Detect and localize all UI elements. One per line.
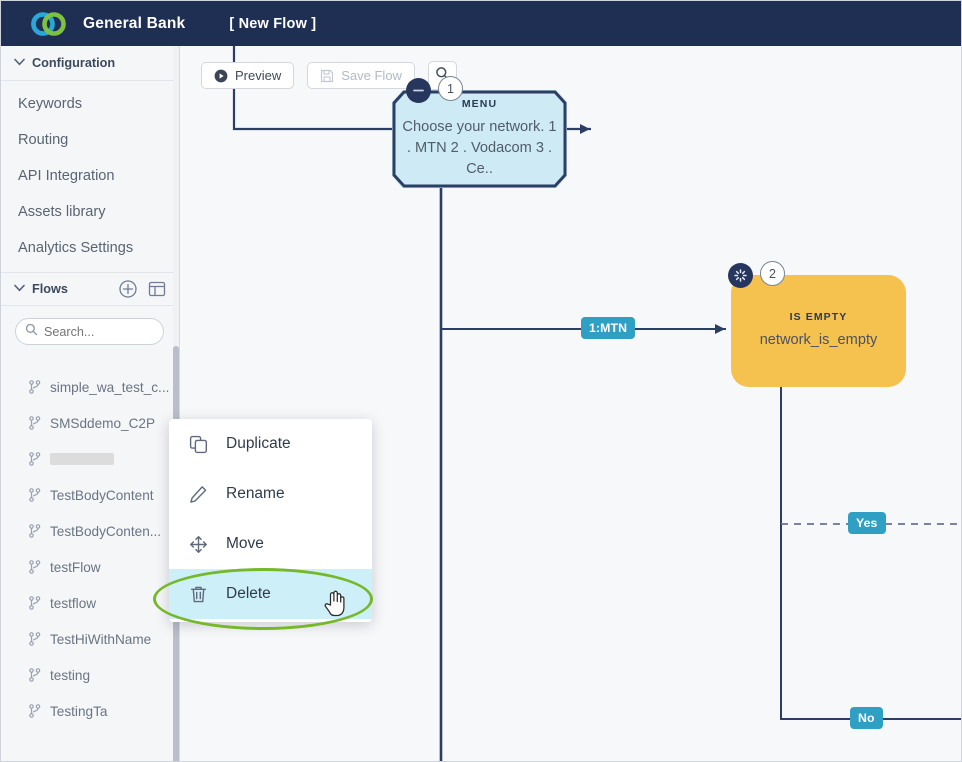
- flow-name: testing: [50, 667, 91, 683]
- sidebar-item-label: Keywords: [18, 96, 83, 112]
- edge-label-yes[interactable]: Yes: [848, 512, 886, 534]
- chevron-down-icon: [14, 284, 25, 295]
- node-outline: [392, 90, 567, 188]
- list-item[interactable]: [1, 441, 179, 477]
- node-text: network_is_empty: [759, 332, 878, 348]
- flow-name: TestingTa: [50, 703, 108, 719]
- context-menu-label: Delete: [226, 585, 271, 602]
- flow-name: SMSddemo_C2P: [50, 415, 156, 431]
- git-branch-icon: [29, 452, 41, 466]
- edge-label-no[interactable]: No: [850, 707, 883, 729]
- configuration-label: Configuration: [32, 56, 116, 70]
- context-menu-label: Rename: [226, 485, 285, 502]
- sidebar-item-routing[interactable]: Routing: [1, 122, 179, 158]
- configuration-items: Keywords Routing API Integration Assets …: [1, 81, 179, 272]
- git-branch-icon: [29, 488, 41, 502]
- plus-circle-icon[interactable]: [118, 279, 138, 299]
- flow-name: TestBodyConten...: [50, 523, 162, 539]
- sidebar-item-label: Analytics Settings: [18, 240, 134, 256]
- flow-node-menu[interactable]: 1 MENU Choose your network. 1 . MTN 2 . …: [392, 76, 567, 188]
- sidebar-item-analytics-settings[interactable]: Analytics Settings: [1, 230, 179, 266]
- flow-name: TestBodyContent: [50, 487, 154, 503]
- search-icon: [25, 323, 38, 341]
- search-input[interactable]: [15, 318, 164, 345]
- move-arrows-icon: [189, 535, 211, 554]
- sidebar-item-label: Routing: [18, 132, 69, 148]
- trash-icon: [189, 585, 211, 604]
- floppy-disk-icon: [320, 69, 334, 83]
- preview-label: Preview: [235, 68, 282, 83]
- list-item[interactable]: TestBodyConten...: [1, 513, 179, 549]
- flow-name: TestHiWithName: [50, 631, 152, 647]
- list-item[interactable]: testFlow: [1, 549, 179, 585]
- save-flow-button[interactable]: Save Flow: [307, 62, 415, 89]
- flow-edges: [232, 46, 961, 761]
- node-body[interactable]: MENU Choose your network. 1 . MTN 2 . Vo…: [392, 90, 567, 188]
- list-item[interactable]: SMSddemo_C2P: [1, 405, 179, 441]
- flow-name: simple_wa_test_c...: [50, 379, 170, 395]
- collapse-icon[interactable]: [406, 78, 431, 103]
- node-kind-label: IS EMPTY: [789, 311, 848, 323]
- flows-section-header[interactable]: Flows: [1, 272, 179, 306]
- node-body[interactable]: IS EMPTY network_is_empty: [731, 275, 906, 387]
- git-branch-icon: [29, 668, 41, 682]
- preview-button[interactable]: Preview: [201, 62, 295, 89]
- node-text: Choose your network. 1 . MTN 2 . Vodacom…: [402, 119, 557, 177]
- git-branch-icon: [29, 704, 41, 718]
- list-item[interactable]: testflow: [1, 585, 179, 621]
- left-sidebar: Configuration Keywords Routing API Integ…: [1, 46, 180, 761]
- git-branch-icon: [29, 560, 41, 574]
- spinner-icon[interactable]: [728, 263, 753, 288]
- redacted-flow-name: [50, 453, 114, 465]
- git-branch-icon: [29, 416, 41, 430]
- sidebar-scrollbar[interactable]: [173, 46, 179, 761]
- flow-name: testflow: [50, 595, 97, 611]
- list-item[interactable]: TestHiWithName: [1, 621, 179, 657]
- context-menu-item-duplicate[interactable]: Duplicate: [169, 419, 372, 469]
- sidebar-item-api-integration[interactable]: API Integration: [1, 158, 179, 194]
- context-menu-item-rename[interactable]: Rename: [169, 469, 372, 519]
- canvas-toolbar: Preview Save Flow: [201, 61, 457, 90]
- list-item[interactable]: simple_wa_test_c...: [1, 369, 179, 405]
- list-item[interactable]: testing: [1, 657, 179, 693]
- flow-title: [ New Flow ]: [229, 15, 317, 32]
- sidebar-item-assets-library[interactable]: Assets library: [1, 194, 179, 230]
- node-kind-label: MENU: [461, 98, 498, 110]
- flows-label: Flows: [32, 282, 68, 296]
- chevron-down-icon: [14, 58, 25, 69]
- sidebar-item-label: API Integration: [18, 168, 115, 184]
- node-order-badge: 2: [760, 261, 785, 286]
- pencil-icon: [189, 485, 211, 504]
- context-menu-item-move[interactable]: Move: [169, 519, 372, 569]
- panel-layout-icon[interactable]: [147, 279, 167, 299]
- list-item[interactable]: TestBodyContent: [1, 477, 179, 513]
- flows-list: simple_wa_test_c... SMSddemo_C2P TestBod…: [1, 353, 179, 729]
- edge-label-mtn[interactable]: 1:MTN: [581, 317, 636, 339]
- configuration-section-header[interactable]: Configuration: [1, 46, 179, 81]
- pointing-hand-cursor: [323, 589, 347, 622]
- git-branch-icon: [29, 380, 41, 394]
- git-branch-icon: [29, 524, 41, 538]
- list-item[interactable]: TestingTa: [1, 693, 179, 729]
- interlocking-rings-logo[interactable]: [29, 9, 69, 39]
- flow-canvas[interactable]: Preview Save Flow: [186, 46, 961, 761]
- sidebar-item-keywords[interactable]: Keywords: [1, 86, 179, 122]
- flow-name: testFlow: [50, 559, 101, 575]
- git-branch-icon: [29, 632, 41, 646]
- play-circle-icon: [214, 69, 228, 83]
- node-order-badge: 1: [438, 76, 463, 101]
- brand-name: General Bank: [83, 14, 186, 32]
- context-menu-label: Move: [226, 535, 264, 552]
- flow-node-condition[interactable]: 2 IS EMPTY network_is_empty: [728, 261, 906, 387]
- sidebar-item-label: Assets library: [18, 204, 106, 220]
- search-field[interactable]: [44, 324, 156, 339]
- context-menu-label: Duplicate: [226, 435, 291, 452]
- save-flow-label: Save Flow: [341, 68, 402, 83]
- flows-search-wrapper: [1, 306, 179, 353]
- top-bar: General Bank [ New Flow ]: [1, 1, 961, 46]
- copy-icon: [189, 435, 211, 454]
- git-branch-icon: [29, 596, 41, 610]
